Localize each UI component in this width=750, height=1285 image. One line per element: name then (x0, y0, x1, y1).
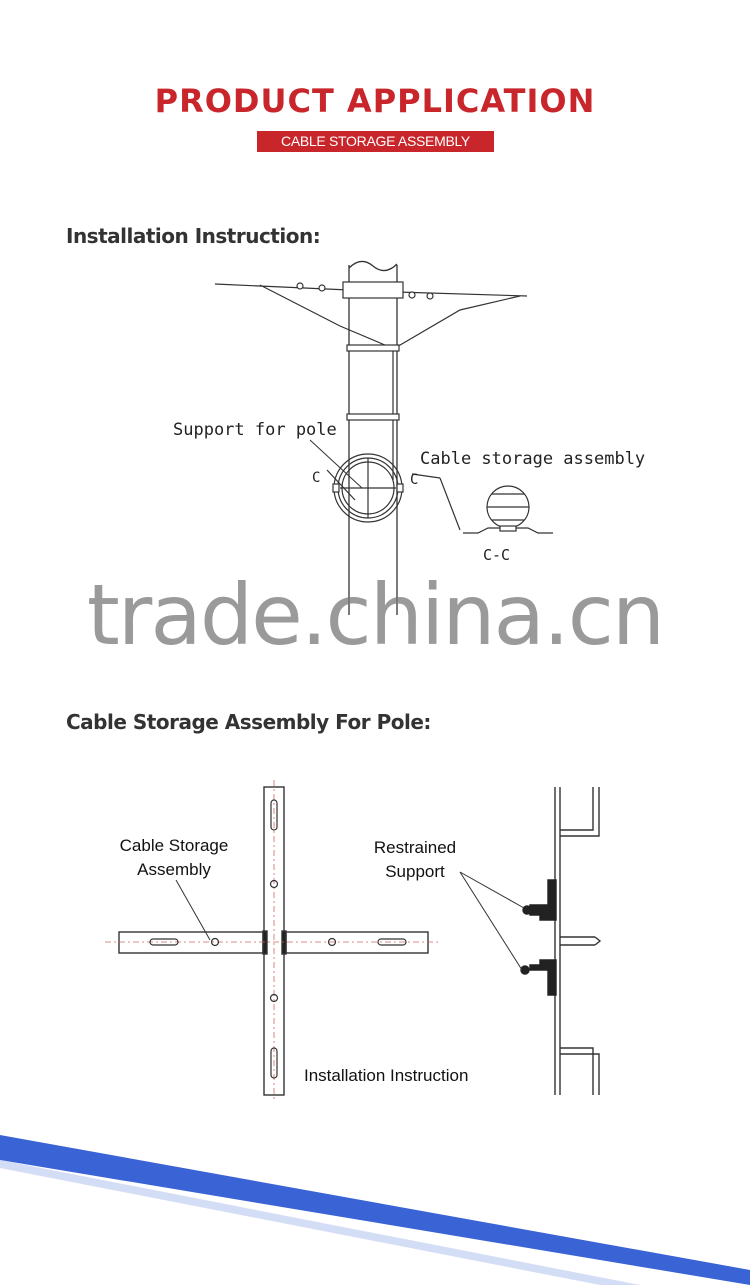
messenger-cable (214, 283, 528, 480)
label-cable-storage-assembly: Cable storage assembly (420, 449, 646, 469)
page-title: PRODUCT APPLICATION (154, 82, 596, 120)
side-view (554, 787, 602, 1095)
section-title-assembly: Cable Storage Assembly For Pole: (66, 710, 431, 734)
restrained-leaders (459, 871, 525, 971)
centerlines (105, 780, 440, 1100)
subtitle-badge: CABLE STORAGE ASSEMBLY (257, 131, 494, 152)
pole-clamps (296, 281, 434, 421)
assembly-leader (175, 879, 211, 941)
cross-assembly (118, 786, 429, 1096)
section-cc-detail (463, 485, 553, 534)
pole (348, 260, 398, 615)
section-title-installation: Installation Instruction: (66, 224, 321, 248)
cable-coil (332, 453, 404, 523)
label-support-for-pole: Support for pole (173, 420, 337, 440)
support-leader (309, 439, 363, 489)
label-cable-storage-assembly-2: Cable Storage Assembly (119, 836, 229, 879)
restrained-supports (520, 879, 557, 996)
label-section-c-left: C (312, 470, 321, 486)
label-restrained-support: Restrained Support (373, 838, 457, 881)
slots (149, 799, 407, 1079)
label-section-c-right: C (410, 472, 419, 488)
label-installation-instruction: Installation Instruction (304, 1066, 469, 1085)
watermark: trade.china.cn (86, 566, 665, 664)
section-markers (326, 469, 461, 531)
label-section-cc: C-C (483, 546, 511, 564)
